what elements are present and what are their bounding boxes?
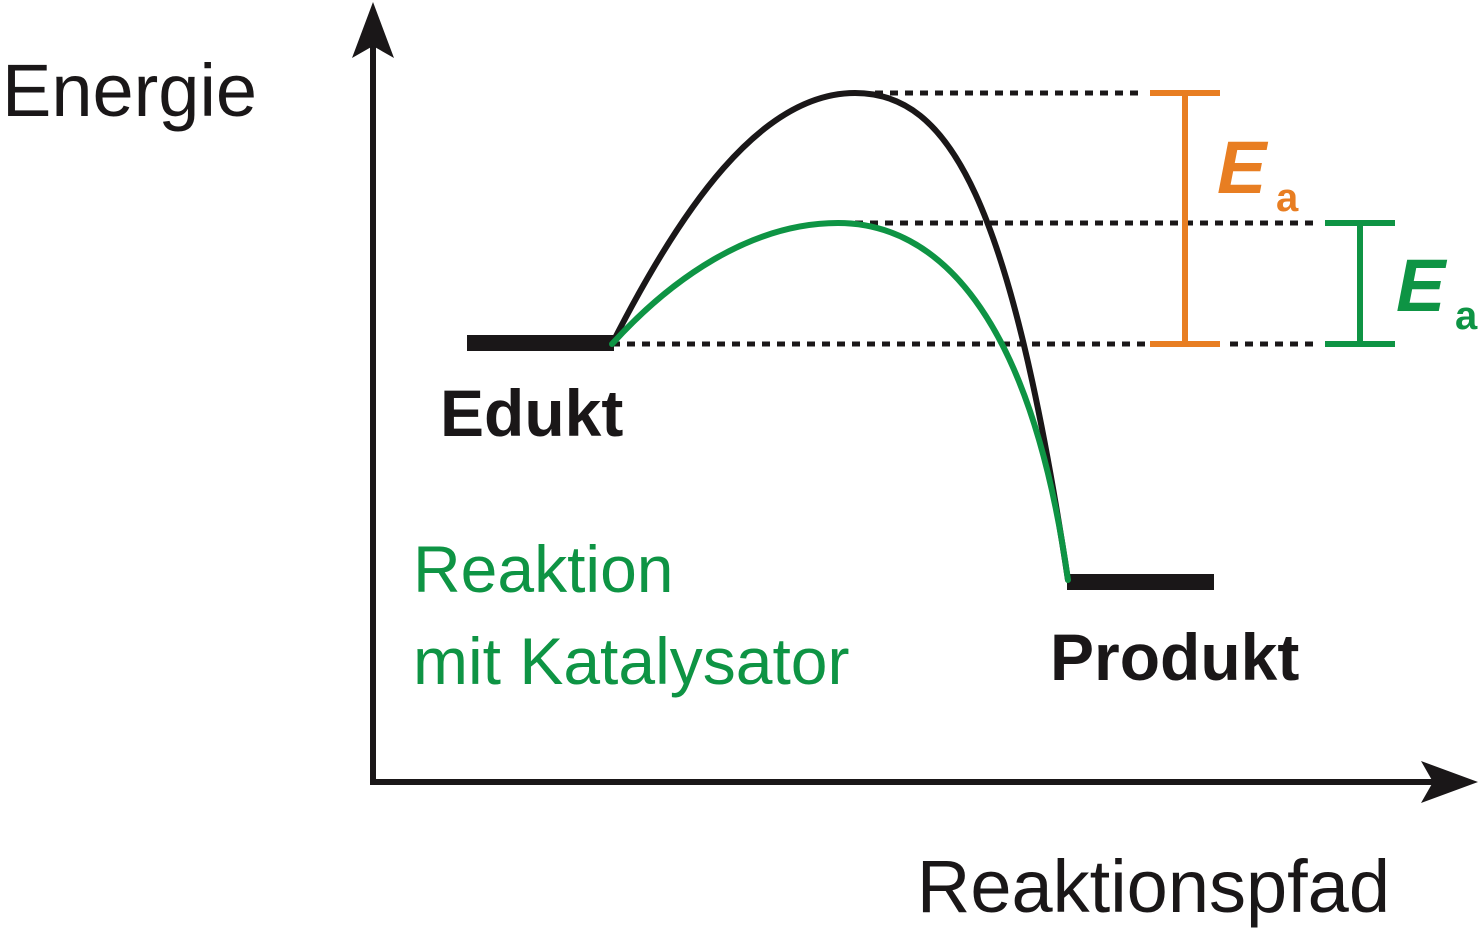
catalyst-label-line1: Reaktion <box>413 532 674 606</box>
activation-energy-bracket-uncatalyzed <box>1150 90 1220 347</box>
y-axis-label: Energie <box>2 49 257 132</box>
activation-energy-bracket-catalyzed <box>1325 220 1395 347</box>
axes <box>352 2 1478 803</box>
activation-energy-label-catalyzed: E <box>1396 244 1448 327</box>
catalyzed-reaction-curve <box>609 219 1071 583</box>
catalyst-label-line2: mit Katalysator <box>413 624 849 698</box>
product-label: Produkt <box>1050 620 1299 694</box>
x-axis-arrowhead <box>1421 761 1478 803</box>
activation-energy-subscript-uncatalyzed: a <box>1276 176 1299 220</box>
x-axis-label: Reaktionspfad <box>917 845 1390 928</box>
activation-energy-subscript-catalyzed: a <box>1455 294 1478 338</box>
uncatalyzed-reaction-curve <box>609 89 1071 583</box>
reference-dotted-lines <box>612 90 1320 347</box>
reactant-label: Edukt <box>440 376 623 450</box>
activation-energy-label-uncatalyzed: E <box>1217 126 1269 209</box>
y-axis-arrowhead <box>352 2 394 58</box>
